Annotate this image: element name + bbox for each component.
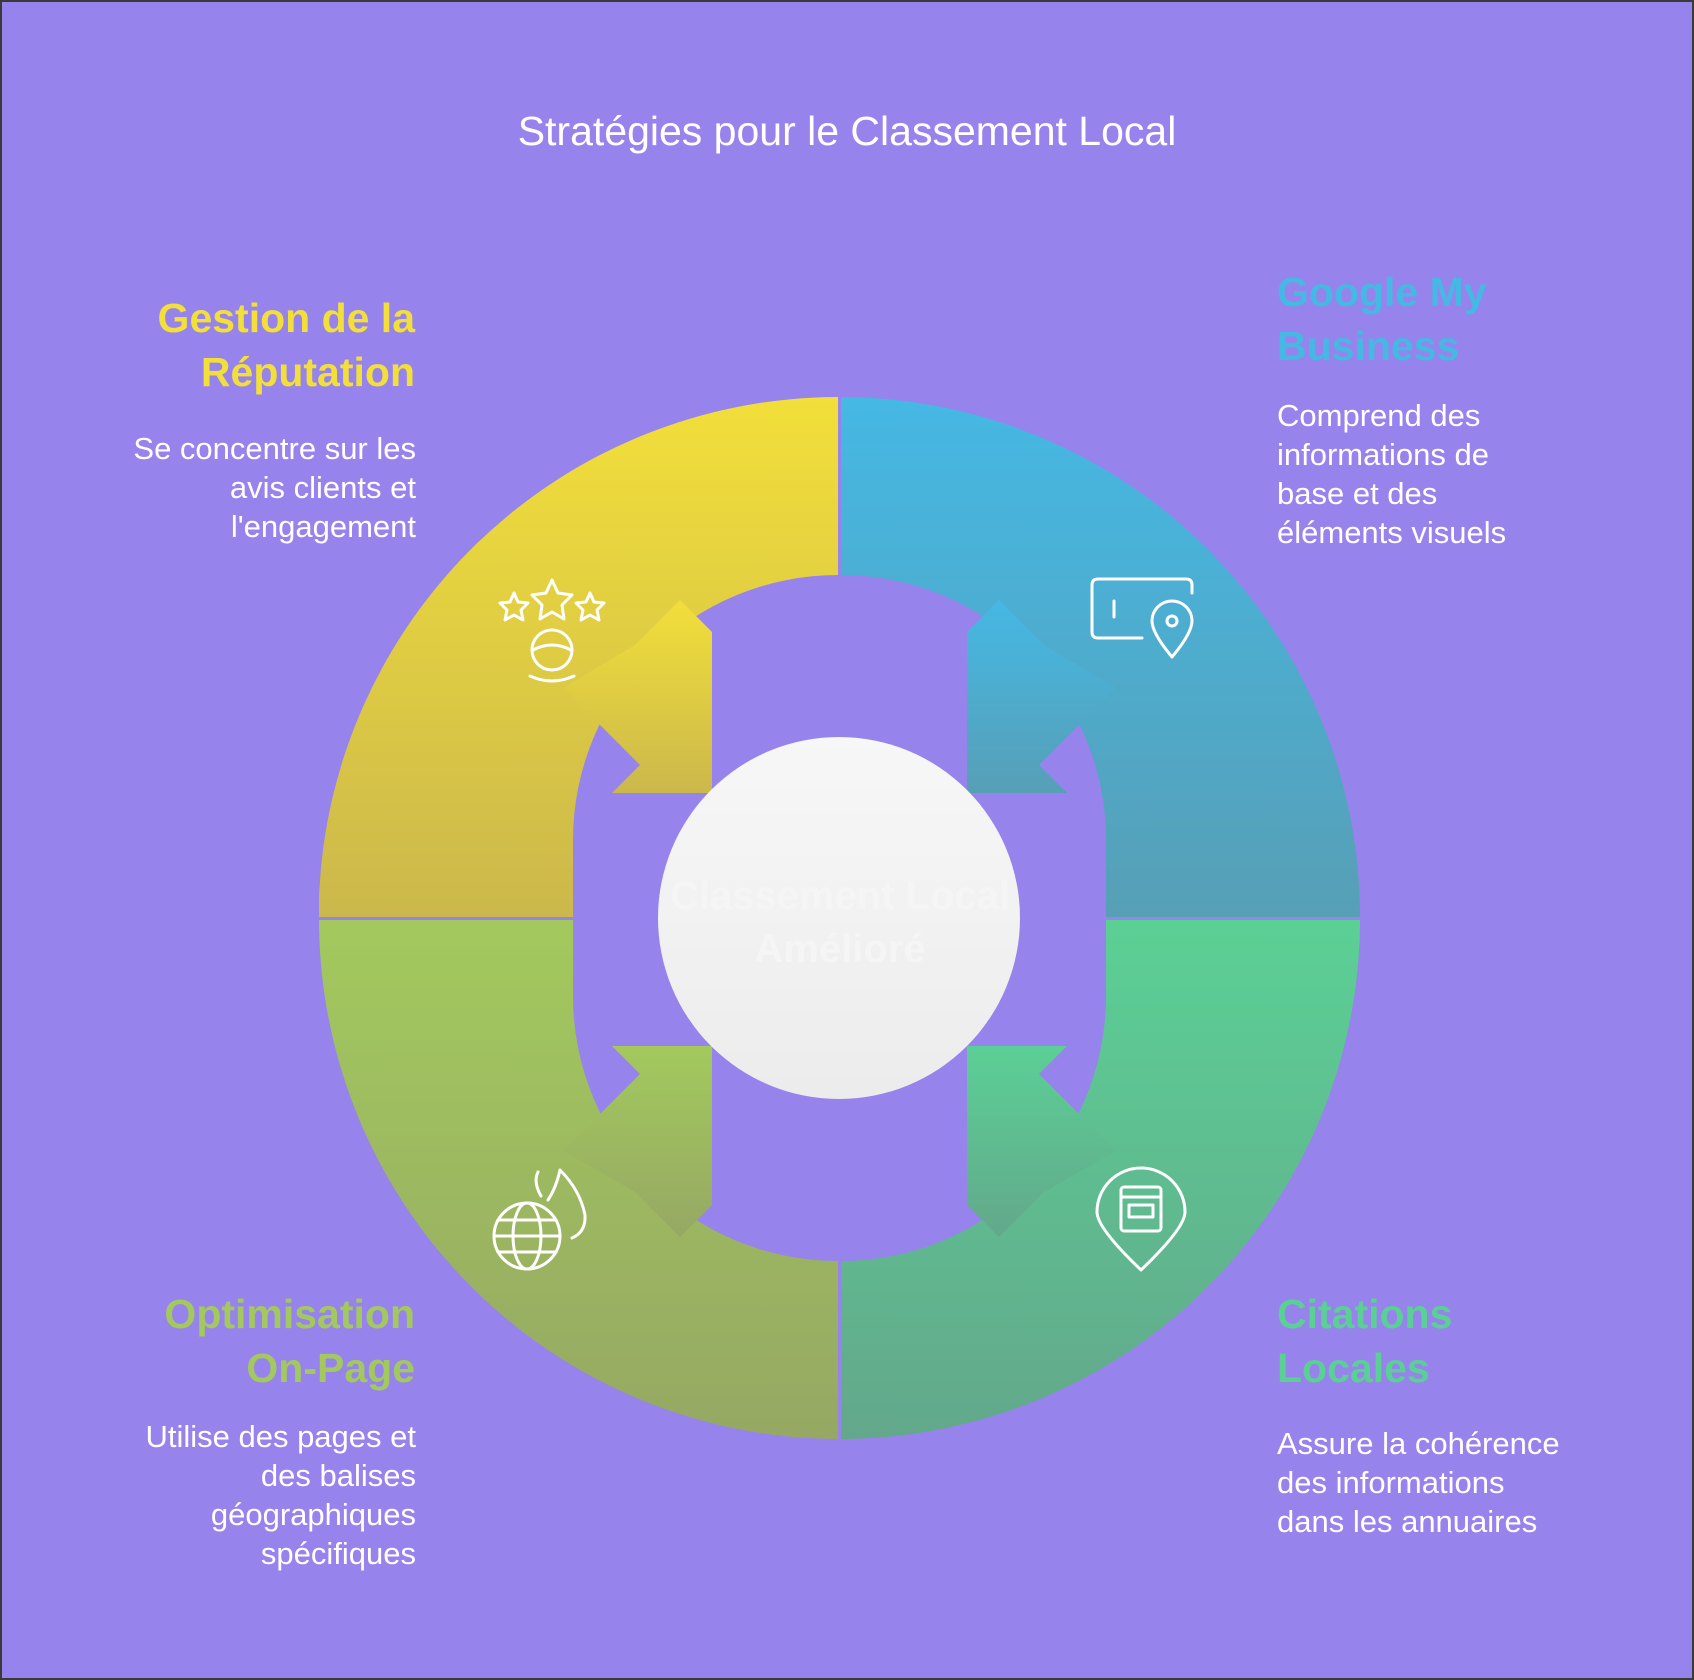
location-directory-icon xyxy=(1095,1166,1187,1272)
segment-google xyxy=(841,397,1360,917)
google-desc-line2: informations de xyxy=(1277,437,1489,472)
citations-description: Assure la cohérence des informations dan… xyxy=(1277,1424,1657,1541)
segment-citations xyxy=(841,920,1360,1439)
citations-desc-line3: dans les annuaires xyxy=(1277,1504,1538,1539)
center-label: Classement Local Amélioré xyxy=(669,874,1011,971)
diagram-title: Stratégies pour le Classement Local xyxy=(517,108,1177,154)
reputation-description: Se concentre sur les avis clients et l'e… xyxy=(60,429,416,546)
google-heading: Google My Business xyxy=(1277,265,1622,373)
google-heading-line1: Google My xyxy=(1277,269,1487,315)
onpage-heading-line1: Optimisation xyxy=(164,1291,415,1337)
onpage-desc-line3: géographiques xyxy=(210,1497,416,1532)
google-desc-line4: éléments visuels xyxy=(1277,515,1507,550)
google-desc-line3: base et des xyxy=(1277,476,1438,511)
star-rating-person-icon xyxy=(498,578,606,683)
reputation-desc-line3: l'engagement xyxy=(230,509,416,544)
onpage-description: Utilise des pages et des balises géograp… xyxy=(60,1417,416,1573)
google-heading-line2: Business xyxy=(1277,323,1460,369)
google-description: Comprend des informations de base et des… xyxy=(1277,396,1633,552)
center-hub xyxy=(658,737,1020,1099)
map-pin-card-icon xyxy=(1090,577,1194,659)
onpage-desc-line1: Utilise des pages et xyxy=(145,1419,416,1454)
onpage-desc-line2: des balises xyxy=(260,1458,416,1493)
reputation-heading-line1: Gestion de la xyxy=(157,295,415,341)
reputation-desc-line1: Se concentre sur les xyxy=(133,431,416,466)
citations-heading-line1: Citations xyxy=(1277,1291,1453,1337)
citations-desc-line2: des informations xyxy=(1277,1465,1505,1500)
segment-reputation xyxy=(319,397,838,917)
google-desc-line1: Comprend des xyxy=(1277,398,1481,433)
onpage-heading-line2: On-Page xyxy=(246,1345,415,1391)
reputation-heading-line2: Réputation xyxy=(200,349,415,395)
citations-heading: Citations Locales xyxy=(1277,1287,1622,1395)
onpage-heading: Optimisation On-Page xyxy=(70,1287,415,1395)
reputation-desc-line2: avis clients et xyxy=(229,470,416,505)
globe-flame-icon xyxy=(492,1168,587,1271)
onpage-desc-line4: spécifiques xyxy=(260,1536,416,1571)
citations-heading-line2: Locales xyxy=(1277,1345,1430,1391)
reputation-heading: Gestion de la Réputation xyxy=(70,291,415,399)
citations-desc-line1: Assure la cohérence xyxy=(1277,1426,1560,1461)
segment-onpage xyxy=(319,920,838,1439)
